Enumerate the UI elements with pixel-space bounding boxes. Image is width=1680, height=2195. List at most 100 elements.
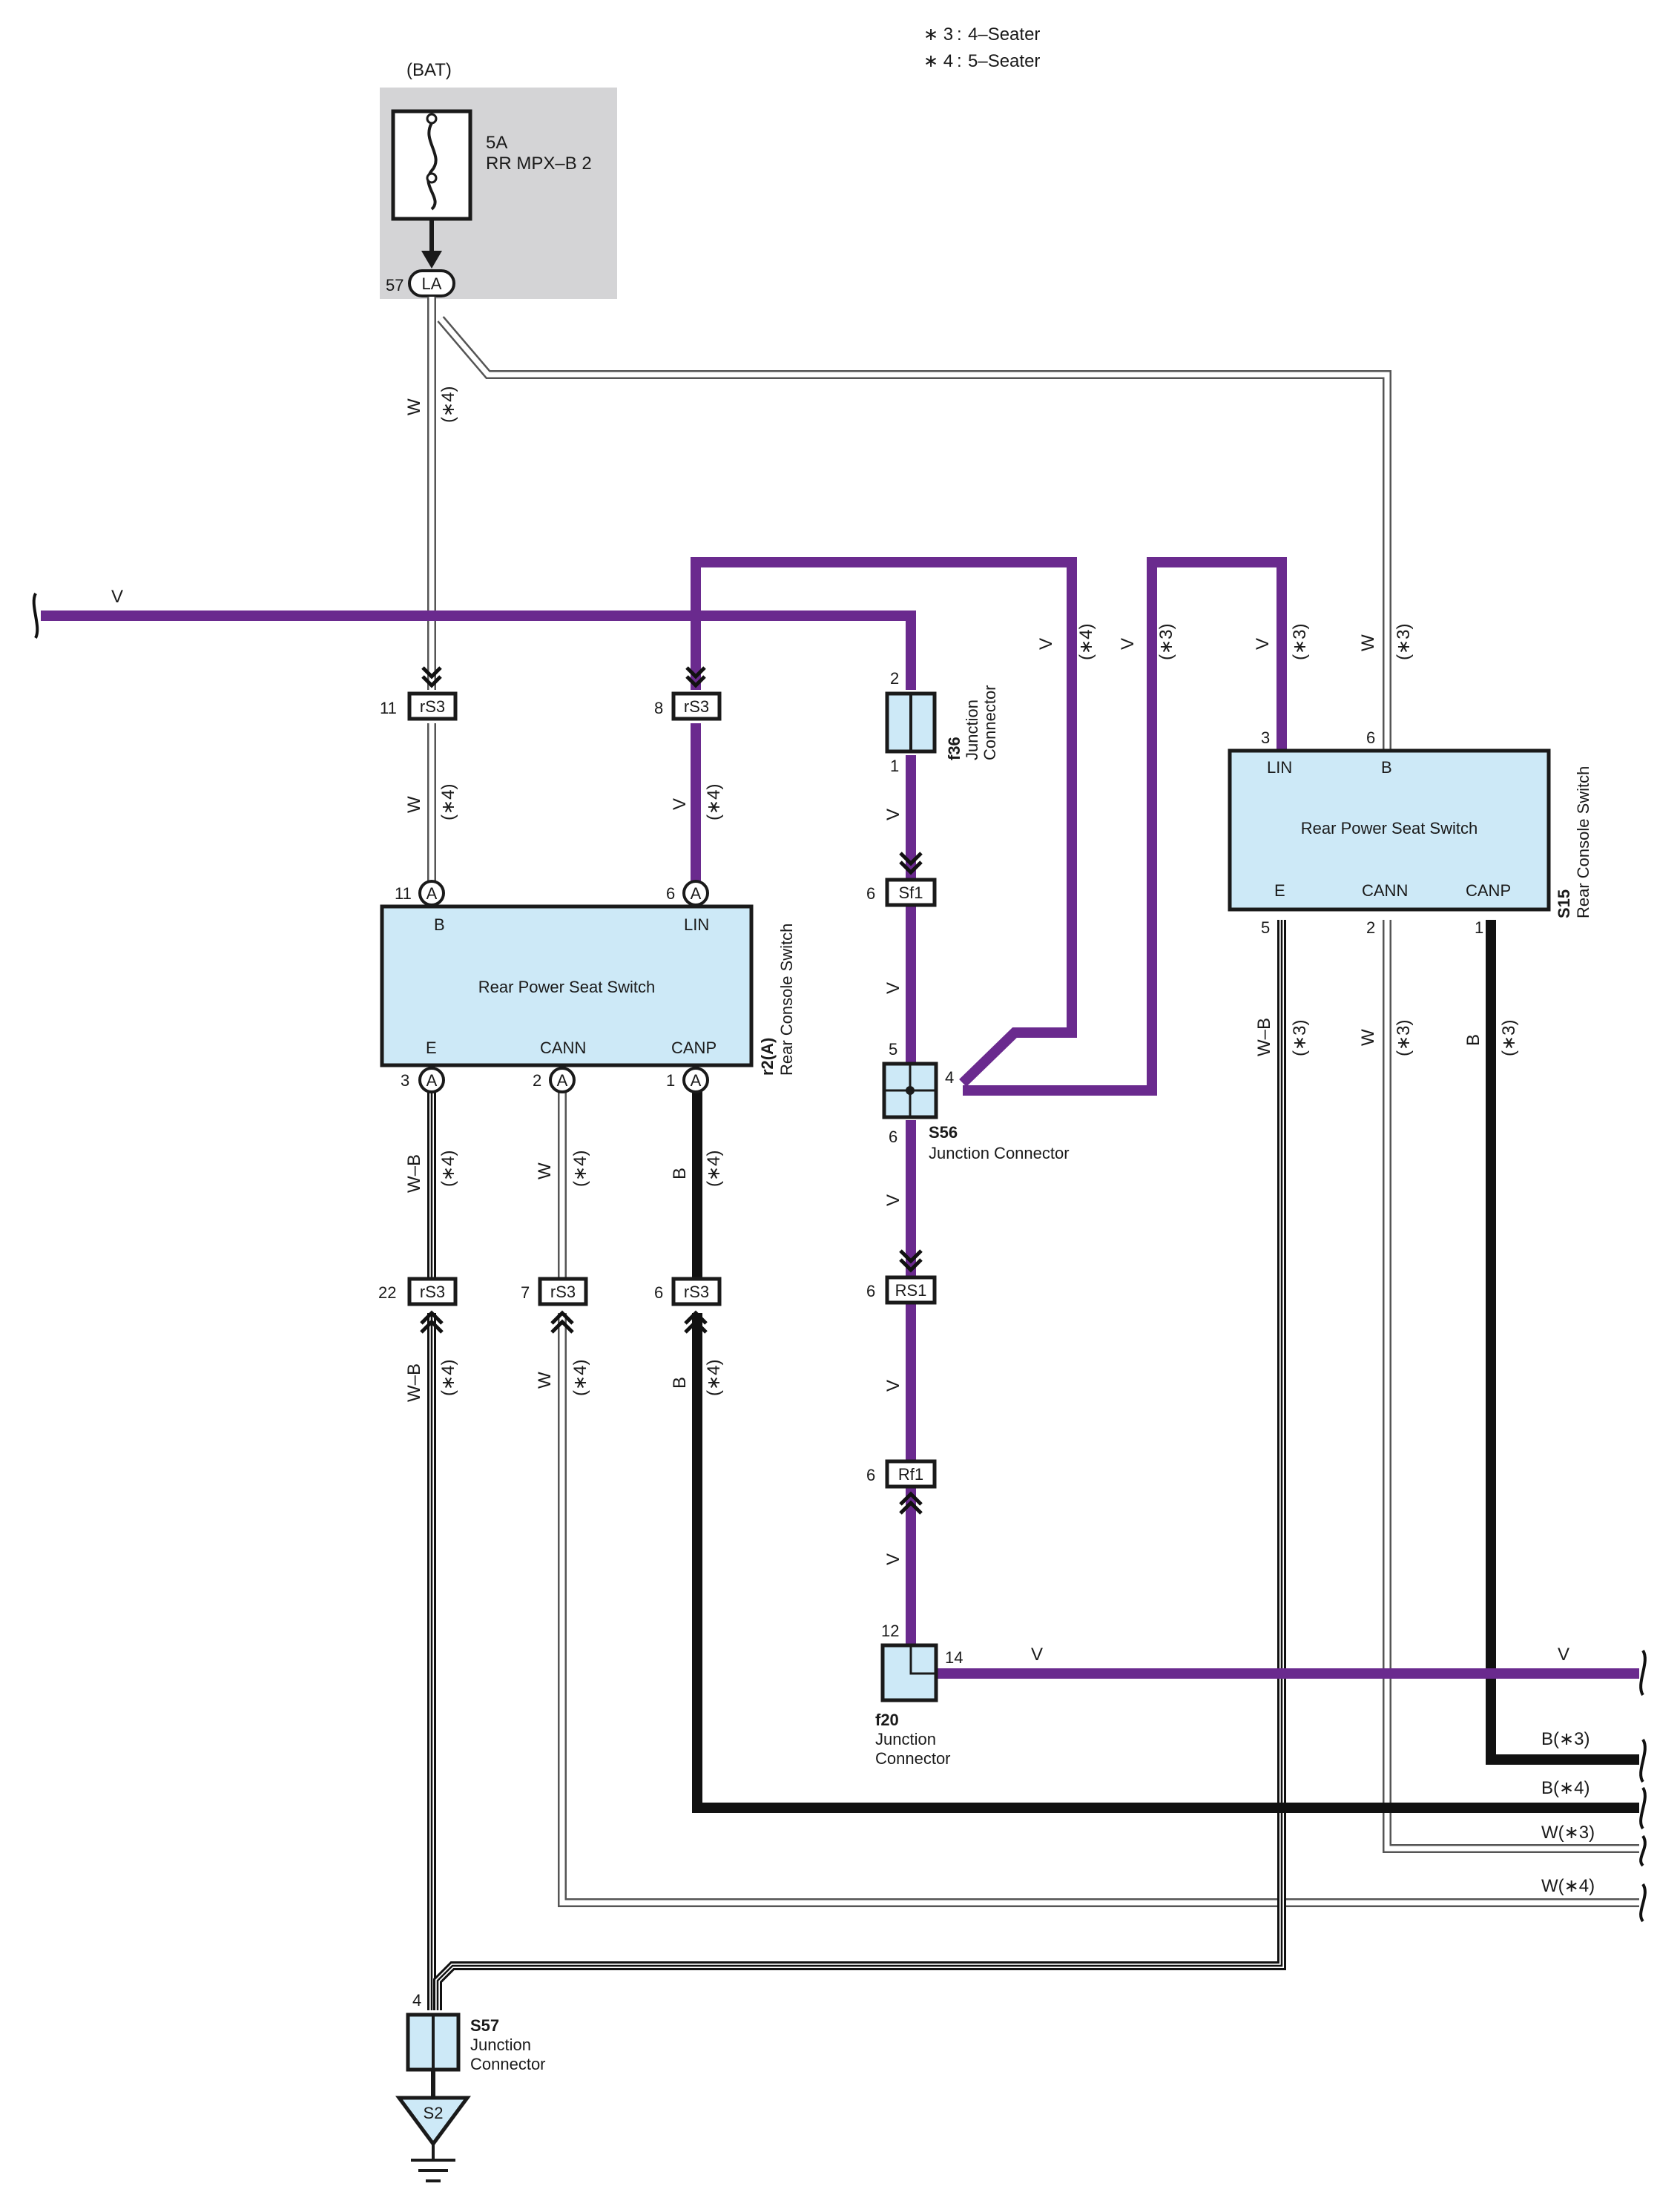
fuse-top-node bbox=[426, 113, 438, 125]
switch-left-term-e: E bbox=[426, 1039, 437, 1057]
black-wires bbox=[692, 920, 1639, 1813]
label-w-s3-out: W(∗3) bbox=[1541, 1823, 1595, 1843]
connector-sf1-label: Sf1 bbox=[898, 883, 923, 902]
switch-left-body bbox=[380, 904, 754, 1067]
junction-s57: 4 S57 Junction Connector S2 bbox=[395, 1991, 546, 2182]
label-s3-canp-right: (∗3) bbox=[1499, 1020, 1519, 1056]
junction-f20-line1: Junction bbox=[875, 1730, 936, 1748]
label-v-sf1: V bbox=[883, 982, 903, 994]
switch-right-desc: Rear Console Switch bbox=[1574, 766, 1592, 918]
terminal-la-pin: 57 bbox=[386, 276, 403, 294]
wire-w-s3-out bbox=[1383, 920, 1639, 1853]
label-v-s15-lin: V bbox=[1253, 638, 1273, 650]
label-v-s56: V bbox=[883, 1194, 903, 1206]
connector-rs3-11 bbox=[407, 691, 458, 721]
label-w-cann-top: W bbox=[535, 1162, 555, 1179]
legend-meaning-4: 5–Seater bbox=[968, 51, 1040, 71]
switch-right-title: Rear Power Seat Switch bbox=[1301, 819, 1478, 837]
label-s4-canp-bot: (∗4) bbox=[704, 1360, 724, 1396]
label-s4-la: (∗4) bbox=[438, 386, 458, 423]
connector-rs1-label: RS1 bbox=[895, 1281, 927, 1300]
legend-colon-3: : bbox=[957, 24, 962, 45]
pin-s15-5: 5 bbox=[1261, 918, 1270, 937]
wire-labels: V W (∗4) W (∗4) V (∗4) V V V V V V (∗4) … bbox=[111, 386, 1595, 1896]
junction-s57-line1: Junction bbox=[470, 2036, 531, 2054]
pin-rs3-6: 6 bbox=[654, 1283, 663, 1302]
pin-circle-a3-label: A bbox=[426, 1071, 438, 1090]
connector-rs3-22 bbox=[407, 1277, 458, 1306]
pin-circle-a2 bbox=[549, 1067, 576, 1093]
junction-f36: 2 1 f36 Junction Connector bbox=[885, 669, 999, 775]
switch-left-term-cann: CANN bbox=[540, 1039, 586, 1057]
connector-rs3-8 bbox=[671, 691, 722, 721]
label-s3-wb-right: (∗3) bbox=[1290, 1020, 1310, 1056]
label-s4-lin-left: (∗4) bbox=[704, 784, 724, 820]
connector-rs3-7 bbox=[538, 1277, 588, 1306]
ground-icon bbox=[395, 2096, 471, 2148]
chevron-down-icon bbox=[899, 852, 923, 875]
connector-rs3-22-label: rS3 bbox=[420, 1283, 445, 1301]
legend-mark-3: ∗ 3 bbox=[923, 24, 953, 45]
label-s4-wb-left-bot: (∗4) bbox=[438, 1360, 458, 1396]
junction-s56-code: S56 bbox=[929, 1123, 958, 1142]
label-v-loop3: V bbox=[1118, 638, 1138, 650]
pin-s15-6: 6 bbox=[1366, 728, 1375, 747]
pin-a-11: 11 bbox=[395, 884, 412, 903]
label-s3-s15-lin: (∗3) bbox=[1290, 624, 1310, 660]
chevron-down-icon bbox=[421, 666, 442, 688]
switch-right-term-e: E bbox=[1274, 881, 1285, 900]
label-w-cann-right: W bbox=[1358, 1029, 1378, 1046]
pin-rf1-6: 6 bbox=[866, 1466, 875, 1484]
label-s4-loop4: (∗4) bbox=[1076, 624, 1096, 660]
pin-circle-a6 bbox=[682, 880, 709, 906]
pin-rs3-22: 22 bbox=[378, 1283, 396, 1302]
label-wb-right: W–B bbox=[1254, 1018, 1274, 1056]
switch-right-code: S15 bbox=[1555, 889, 1573, 918]
label-w-s15-b: W bbox=[1358, 634, 1378, 651]
label-s3-loop3: (∗3) bbox=[1156, 624, 1176, 660]
switch-left-title: Rear Power Seat Switch bbox=[478, 978, 655, 996]
switch-right-body bbox=[1228, 748, 1551, 912]
pin-s15-2: 2 bbox=[1366, 918, 1375, 937]
wire-v-s56-left-lin bbox=[691, 557, 1077, 1087]
pin-a-6: 6 bbox=[666, 884, 675, 903]
violet-wires bbox=[41, 557, 1639, 1679]
pin-f20-14: 14 bbox=[945, 1648, 963, 1667]
pin-rs3-11: 11 bbox=[380, 699, 397, 717]
connector-rf1-group: Rf1 6 bbox=[866, 1459, 937, 1515]
chevron-down-icon bbox=[685, 666, 706, 688]
junction-f20-code: f20 bbox=[875, 1711, 899, 1729]
fuse-rating: 5A bbox=[486, 133, 507, 153]
switch-left-desc: Rear Console Switch bbox=[777, 924, 796, 1076]
connector-rs1 bbox=[885, 1275, 937, 1305]
legend-meaning-3: 4–Seater bbox=[968, 24, 1040, 45]
chevron-up-icon bbox=[684, 1310, 708, 1334]
junction-f20: 12 14 f20 Junction Connector bbox=[875, 1622, 963, 1768]
label-v-lin-left: V bbox=[670, 798, 690, 810]
connector-rs1-group: RS1 6 bbox=[866, 1249, 937, 1305]
label-s4-cann-bot: (∗4) bbox=[570, 1360, 590, 1396]
label-v-rf1: V bbox=[883, 1553, 903, 1565]
pin-rs3-8: 8 bbox=[654, 699, 663, 717]
label-s3-cann-right: (∗3) bbox=[1394, 1020, 1414, 1056]
switch-left-code: r2(A) bbox=[758, 1038, 777, 1076]
connector-rs3-11-label: rS3 bbox=[420, 697, 445, 716]
pin-a-2: 2 bbox=[533, 1071, 541, 1090]
pin-f36-1: 1 bbox=[890, 757, 899, 775]
label-w-la: W bbox=[404, 398, 424, 415]
connector-rs3-6 bbox=[671, 1277, 722, 1306]
fuse-block: (BAT) 5A RR MPX–B 2 LA 57 bbox=[380, 60, 617, 299]
connector-rs3-8-label: rS3 bbox=[684, 697, 709, 716]
junction-f36-code: f36 bbox=[945, 737, 963, 760]
label-w-b: W bbox=[404, 796, 424, 813]
label-s4-b: (∗4) bbox=[438, 784, 458, 820]
switch-right-term-lin: LIN bbox=[1267, 758, 1292, 777]
switch-right-term-canp: CANP bbox=[1466, 881, 1511, 900]
switch-left: Rear Power Seat Switch B LIN E CANN CANP… bbox=[380, 880, 796, 1093]
label-s4-canp-top: (∗4) bbox=[704, 1151, 724, 1187]
switch-right-term-b: B bbox=[1381, 758, 1392, 777]
fuse-bottom-node bbox=[426, 172, 438, 184]
label-wb-left-bot: W–B bbox=[404, 1363, 424, 1402]
pin-circle-a2-label: A bbox=[557, 1071, 568, 1090]
break-right-v bbox=[1639, 1649, 1647, 1697]
